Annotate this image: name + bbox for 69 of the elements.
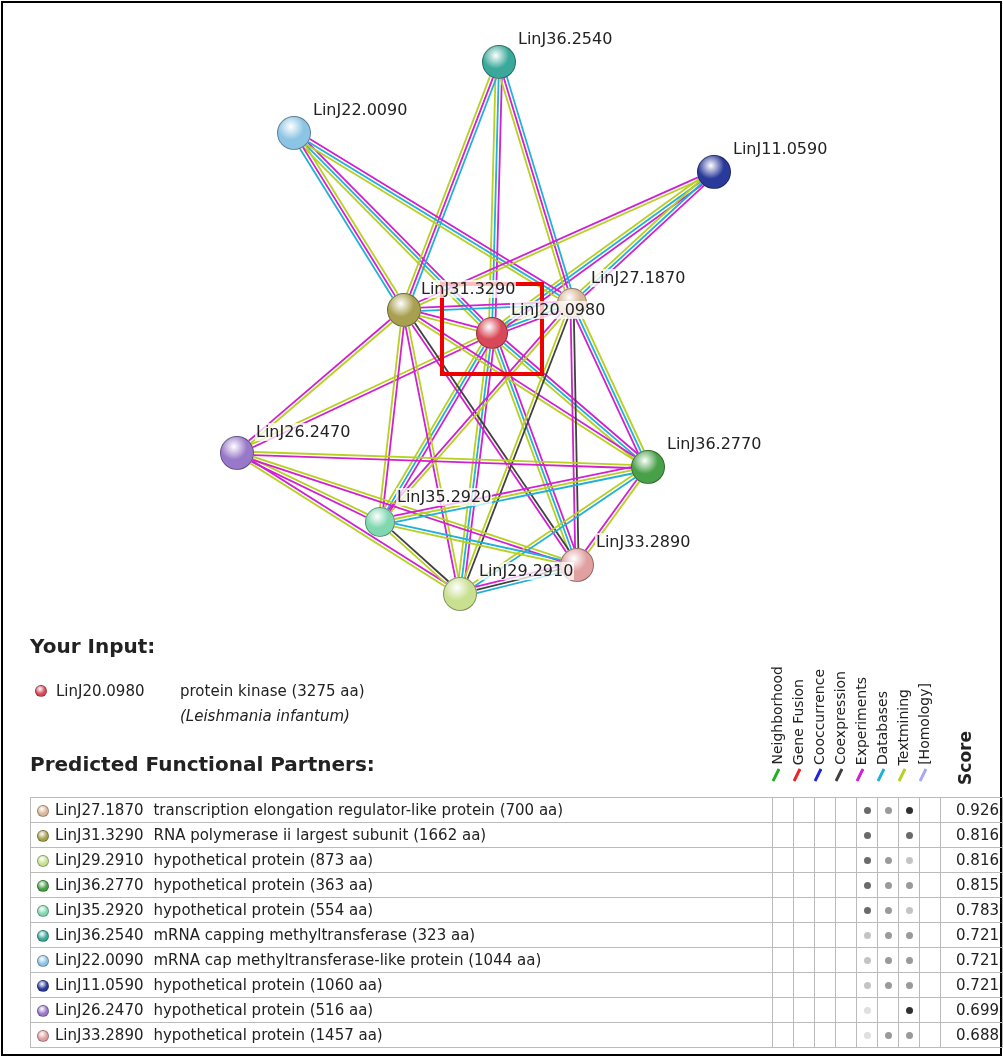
node-label: LinJ29.2910 [478,562,575,580]
node-label: LinJ35.2920 [396,488,493,506]
gene-id: LinJ26.2470 [55,1001,144,1019]
column-header: Experiments [853,676,869,765]
score-value: 0.816 [956,826,999,844]
interaction-line [488,77,497,319]
protein-node [387,293,421,327]
gene-id: LinJ22.0090 [55,951,144,969]
column-header: Score [955,731,975,785]
node-label: LinJ22.0090 [312,101,409,119]
protein-description: protein kinase (3275 aa) [180,682,365,700]
protein-node [476,317,508,349]
score-value: 0.816 [956,851,999,869]
interaction-line [494,77,503,319]
score-value: 0.721 [956,951,999,969]
gene-id: LinJ36.2540 [55,926,144,944]
score-value: 0.926 [956,801,999,819]
column-header: Neighborhood [769,666,785,765]
gene-id: LinJ20.0980 [56,682,145,700]
interaction-line [573,317,580,549]
column-header: Gene Fusion [790,678,806,765]
node-label: LinJ20.0980 [510,301,607,319]
gene-id: LinJ33.2890 [55,1026,144,1044]
node-label: LinJ26.2470 [255,423,352,441]
protein-description: hypothetical protein (1060 aa) [153,976,383,994]
node-label: LinJ36.2770 [666,435,763,453]
protein-description: hypothetical protein (516 aa) [153,1001,374,1019]
protein-description: hypothetical protein (554 aa) [153,901,374,919]
score-value: 0.721 [956,976,999,994]
protein-description: RNA polymerase ii largest subunit (1662 aa) [153,826,487,844]
protein-description: mRNA capping methyltransferase (323 aa) [153,926,476,944]
score-value: 0.688 [956,1026,999,1044]
protein-description: hypothetical protein (363 aa) [153,876,374,894]
score-value: 0.721 [956,926,999,944]
protein-node [697,155,731,189]
protein-node [220,436,254,470]
column-header: Databases [874,690,890,765]
column-header: Cooccurrence [811,669,827,765]
section-heading: Your Input: [30,634,156,658]
protein-node [443,577,477,611]
node-label: LinJ27.1870 [590,269,687,287]
gene-id: LinJ11.0590 [55,976,144,994]
section-heading: Predicted Functional Partners: [30,752,375,776]
gene-id: LinJ31.3290 [55,826,144,844]
gene-id: LinJ27.1870 [55,801,144,819]
node-label: LinJ31.3290 [420,280,517,298]
protein-description: hypothetical protein (873 aa) [153,851,374,869]
node-label: LinJ33.2890 [595,533,692,551]
protein-node [482,45,516,79]
protein-description: transcription elongation regulator-like protein (700 aa) [153,801,564,819]
column-header: Textmining [895,688,911,765]
gene-id: LinJ35.2920 [55,901,144,919]
protein-description: mRNA cap methyltransferase-like protein (1044 aa) [153,951,542,969]
protein-node [365,507,395,537]
species-name: (Leishmania infantum) [180,707,350,725]
gene-id: LinJ36.2770 [55,876,144,894]
node-label: LinJ11.0590 [732,140,829,158]
protein-description: hypothetical protein (1457 aa) [153,1026,383,1044]
score-value: 0.815 [956,876,999,894]
protein-node [277,116,311,150]
protein-node [631,450,665,484]
gene-id: LinJ29.2910 [55,851,144,869]
column-header: Coexpression [832,671,848,765]
score-value: 0.783 [956,901,999,919]
interaction-line [491,78,500,318]
interaction-line [569,317,576,549]
score-value: 0.699 [956,1001,999,1019]
node-label: LinJ36.2540 [517,30,614,48]
column-header: [Homology] [916,683,932,765]
